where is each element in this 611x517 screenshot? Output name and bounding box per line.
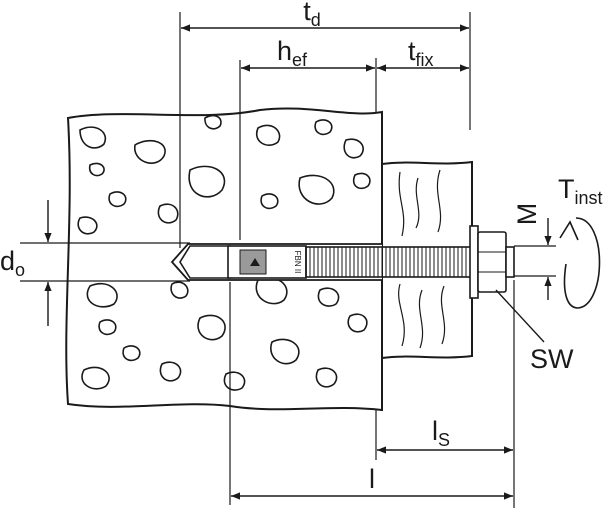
bolt-cone-tip	[179, 245, 231, 279]
label-tfix: tfix	[408, 36, 434, 70]
label-d0: do	[0, 246, 25, 280]
label-l: l	[369, 464, 375, 494]
label-ls: lS	[432, 416, 450, 450]
anchor-bolt: FBN II	[179, 225, 515, 299]
hex-nut	[477, 231, 507, 293]
label-tinst: Tinst	[558, 174, 603, 208]
anchor-marking: FBN II	[293, 251, 302, 274]
threaded-rod	[305, 246, 479, 278]
bolt-end	[505, 246, 515, 278]
washer	[469, 225, 479, 299]
label-td: td	[303, 0, 321, 30]
label-hef: hef	[277, 36, 308, 70]
torque-arrow-icon	[559, 217, 601, 309]
label-sw: SW	[530, 344, 574, 374]
extension-lines	[20, 12, 556, 508]
sw-leader	[495, 289, 545, 343]
label-m: M	[512, 203, 542, 226]
aggregate-stones	[77, 114, 371, 391]
marking-triangle-icon	[250, 258, 260, 266]
dimension-lines	[44, 24, 552, 500]
